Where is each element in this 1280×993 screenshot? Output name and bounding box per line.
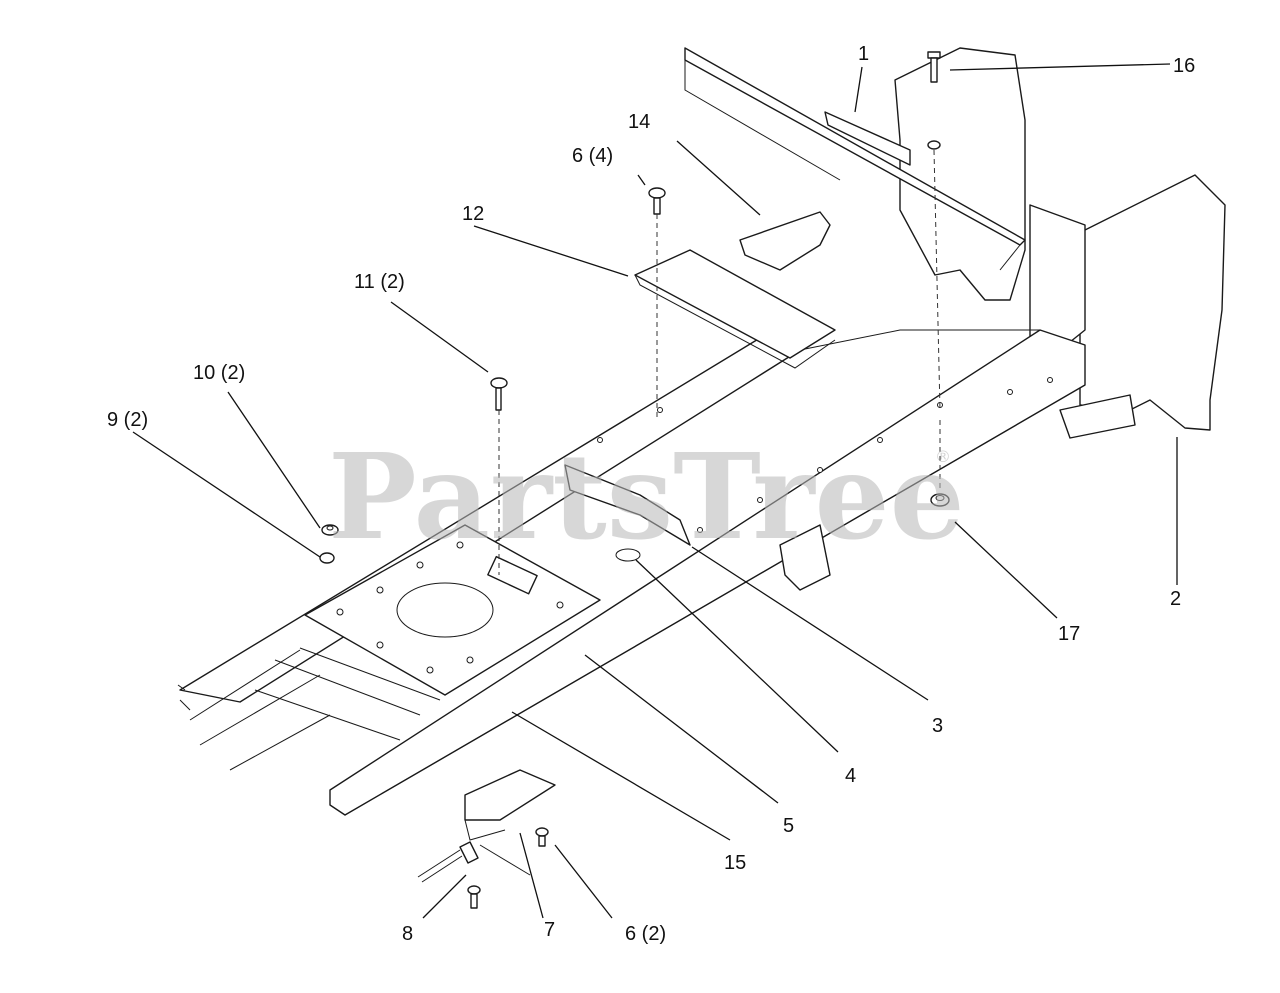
watermark-registered-mark: ® bbox=[935, 447, 951, 466]
callout-labels: 1 16 14 6 (4) 12 11 (2) 10 (2) 9 (2) 2 1… bbox=[107, 43, 1195, 945]
rail-round-hole bbox=[615, 548, 641, 562]
callout-2: 2 bbox=[1170, 588, 1181, 610]
callout-6-4: 6 (4) bbox=[572, 145, 613, 167]
callout-10-2: 10 (2) bbox=[193, 362, 245, 384]
nut-17 bbox=[930, 493, 950, 507]
nut-9 bbox=[319, 552, 335, 564]
upper-rear-plate bbox=[894, 47, 1026, 301]
clip-8 bbox=[459, 841, 479, 864]
nut-upper bbox=[927, 140, 941, 150]
callout-9-2: 9 (2) bbox=[107, 409, 148, 431]
center-plate-opening bbox=[396, 582, 494, 638]
callout-7: 7 bbox=[544, 919, 555, 941]
rear-side-plate-inner bbox=[1029, 204, 1086, 351]
callout-17: 17 bbox=[1058, 623, 1080, 645]
bolt-6-upper bbox=[648, 187, 666, 215]
hanger-bracket-3 bbox=[564, 464, 691, 546]
frame-assembly-drawing bbox=[177, 47, 1226, 909]
callout-4: 4 bbox=[845, 765, 856, 787]
callout-3: 3 bbox=[932, 715, 943, 737]
callout-12: 12 bbox=[462, 203, 484, 225]
cross-bar-clip bbox=[824, 111, 911, 166]
callout-5: 5 bbox=[783, 815, 794, 837]
rear-side-plate bbox=[1079, 174, 1226, 431]
callout-14: 14 bbox=[628, 111, 650, 133]
callout-16: 16 bbox=[1173, 55, 1195, 77]
rear-foot-bracket bbox=[1059, 394, 1136, 439]
callout-8: 8 bbox=[402, 923, 413, 945]
leader-lines bbox=[132, 63, 1178, 919]
bracket-14 bbox=[739, 211, 831, 271]
slotted-block bbox=[487, 555, 538, 595]
callout-6-2: 6 (2) bbox=[625, 923, 666, 945]
callout-11-2: 11 (2) bbox=[354, 271, 405, 293]
bolt-16 bbox=[927, 51, 941, 83]
watermark-text: PartsTree bbox=[328, 427, 965, 566]
bracket-12 bbox=[634, 249, 836, 359]
callout-15: 15 bbox=[724, 852, 746, 874]
callout-1: 1 bbox=[858, 43, 869, 65]
side-tab bbox=[779, 524, 831, 591]
washer-10 bbox=[321, 524, 339, 536]
bolt-8 bbox=[467, 885, 481, 909]
lower-bracket-7 bbox=[464, 769, 556, 821]
bolt-6-lower bbox=[535, 827, 549, 847]
center-plate-holes bbox=[336, 541, 564, 674]
carriage-bolt-11 bbox=[490, 377, 508, 411]
